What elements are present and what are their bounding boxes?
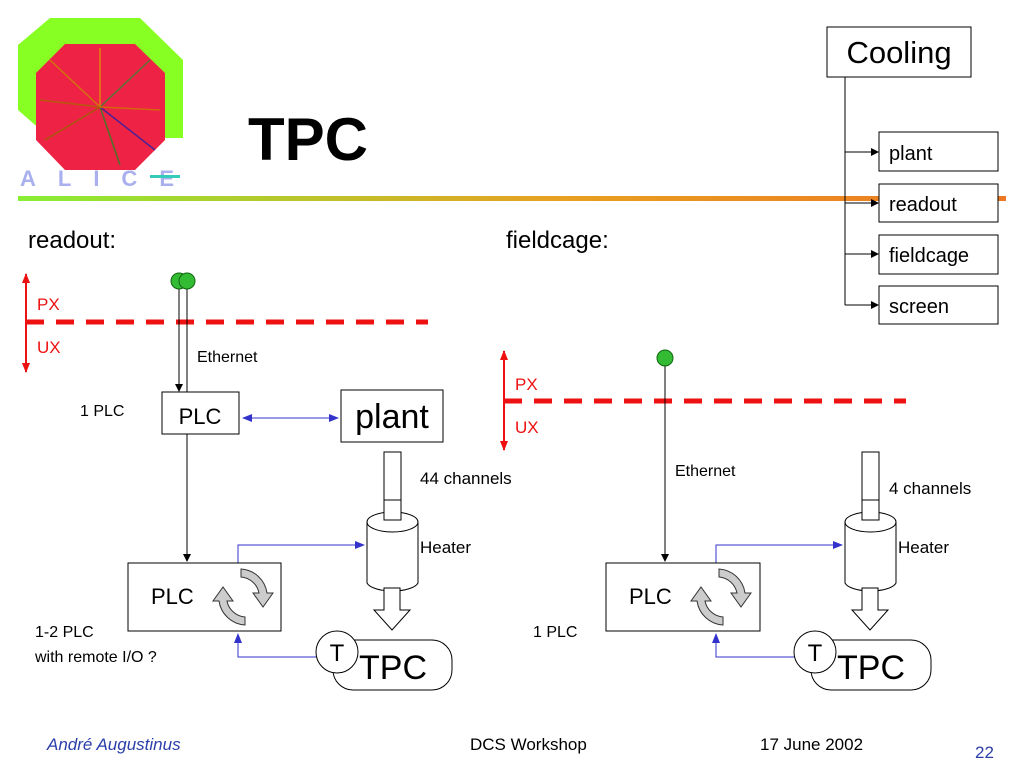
network-node-icon xyxy=(656,349,674,367)
cooling-item-plant[interactable]: plant xyxy=(845,131,999,172)
cooling-item-fieldcage[interactable]: fieldcage xyxy=(845,234,999,275)
heater-cylinder xyxy=(844,499,897,592)
readout-sensor-label: T xyxy=(330,640,345,667)
cooling-item-readout[interactable]: readout xyxy=(845,183,999,223)
footer-date: 17 June 2002 xyxy=(760,735,863,754)
readout-diagram: readout: PX UX Ethernet 1 PLC PLC plant … xyxy=(22,227,512,691)
plant-box xyxy=(340,389,444,443)
cooling-item-screen[interactable]: screen xyxy=(845,285,999,325)
fieldcage-heater-label: Heater xyxy=(898,538,949,557)
temperature-sensor-icon xyxy=(793,630,837,674)
fieldcage-plc_label-label: PLC xyxy=(629,584,672,609)
heater-cylinder xyxy=(366,499,419,592)
flow-arrow-icon xyxy=(372,587,412,631)
readout-plc_label-label: PLC xyxy=(179,404,222,429)
readout-plant_label-label: plant xyxy=(355,398,429,436)
fieldcage-px-label: PX xyxy=(515,375,538,394)
cooling-box xyxy=(826,26,972,78)
fieldcage-heading: fieldcage: xyxy=(506,227,609,254)
fieldcage-ux-label: UX xyxy=(515,418,539,437)
readout-channels-label: 44 channels xyxy=(420,469,512,488)
page-number: 22 xyxy=(975,743,994,762)
footer-author: André Augustinus xyxy=(46,735,181,754)
readout-plc2_label-label: PLC xyxy=(151,584,194,609)
network-node-icon xyxy=(178,272,196,290)
plc-box xyxy=(161,391,240,435)
fieldcage-tpc-label: TPC xyxy=(837,649,905,687)
logo-text: ALICE xyxy=(20,166,180,191)
cooling-tree: Cooling plant readout fieldcage screen xyxy=(826,26,999,325)
cooling-items-2-label[interactable]: fieldcage xyxy=(889,245,969,267)
page-title: TPC xyxy=(248,106,368,173)
readout-tpc-label: TPC xyxy=(359,649,427,687)
cooling-title: Cooling xyxy=(846,35,951,70)
footer-event: DCS Workshop xyxy=(470,735,587,754)
readout-network-label: Ethernet xyxy=(197,349,258,366)
readout-plc_count-label: 1 PLC xyxy=(80,403,124,420)
readout-px-label: PX xyxy=(37,295,60,314)
fieldcage-plc_count-label: 1 PLC xyxy=(533,624,577,641)
readout-plc2_count-label: 1-2 PLC xyxy=(35,624,94,641)
fieldcage-channels-label: 4 channels xyxy=(889,479,971,498)
fieldcage-diagram: fieldcage: PX UX Ethernet 4 channels Hea… xyxy=(500,227,971,691)
readout-heading: readout: xyxy=(28,227,116,254)
cooling-items-1-label[interactable]: readout xyxy=(889,194,957,216)
readout-ux-label: UX xyxy=(37,338,61,357)
header-divider xyxy=(18,196,1006,201)
alice-logo: ALICE xyxy=(18,18,183,191)
readout-heater-label: Heater xyxy=(420,538,471,557)
cooling-items-3-label[interactable]: screen xyxy=(889,296,949,318)
temperature-sensor-icon xyxy=(315,630,359,674)
readout-plc2_note-label: with remote I/O ? xyxy=(34,649,157,666)
fieldcage-network-label: Ethernet xyxy=(675,463,736,480)
cooling-items-0-label[interactable]: plant xyxy=(889,143,933,165)
fieldcage-sensor-label: T xyxy=(808,640,823,667)
flow-arrow-icon xyxy=(850,587,890,631)
